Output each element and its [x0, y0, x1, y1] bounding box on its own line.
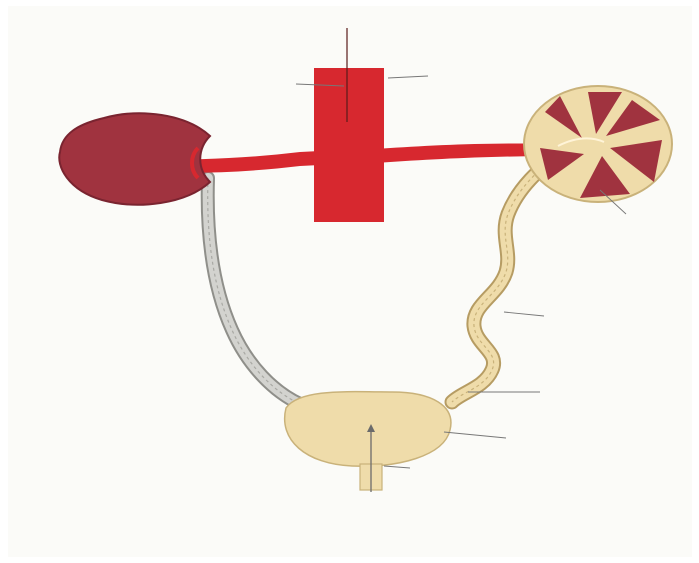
right-kidney: [524, 86, 672, 202]
left-kidney: [59, 113, 210, 204]
bladder: [285, 392, 451, 492]
left-ureter: [208, 178, 300, 404]
aorta-block: [314, 68, 384, 222]
